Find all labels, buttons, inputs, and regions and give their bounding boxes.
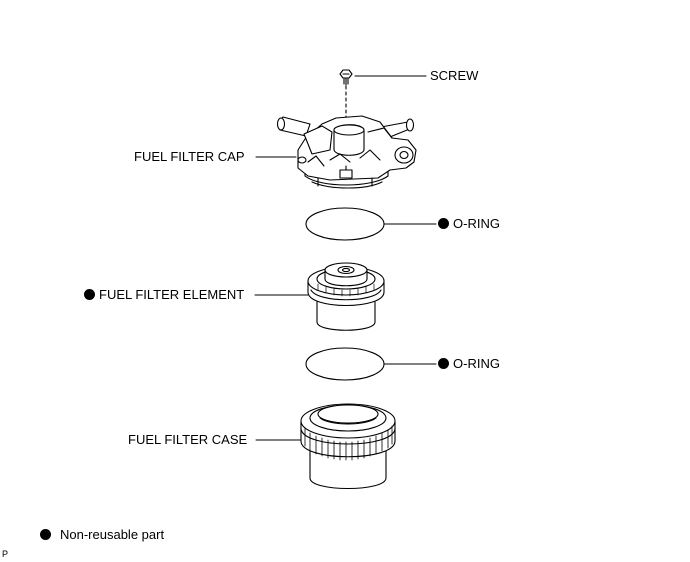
non-reusable-marker-icon	[438, 218, 449, 229]
fuel-filter-element-part	[307, 262, 385, 331]
label-fuel-filter-case: FUEL FILTER CASE	[128, 432, 248, 447]
non-reusable-marker-icon	[40, 529, 51, 540]
legend-text: Non-reusable part	[60, 527, 165, 542]
label-o-ring-top: O-RING	[438, 217, 500, 231]
screw-part	[339, 69, 353, 123]
o-ring-bottom-part	[305, 347, 385, 381]
fuel-filter-case-part	[300, 403, 396, 489]
non-reusable-marker-icon	[438, 358, 449, 369]
label-fuel-filter-cap: FUEL FILTER CAP	[134, 149, 245, 164]
legend: Non-reusable part	[40, 528, 164, 542]
label-fuel-filter-element-text: FUEL FILTER ELEMENT	[99, 287, 245, 302]
label-o-ring-bottom: O-RING	[438, 357, 500, 371]
label-fuel-filter-element: FUEL FILTER ELEMENT	[84, 288, 244, 302]
label-o-ring-bottom-text: O-RING	[453, 356, 500, 371]
leader-lines	[254, 75, 437, 441]
figure-code: P	[2, 549, 9, 559]
label-screw: SCREW	[430, 68, 479, 83]
fuel-filter-cap-part	[276, 115, 417, 189]
non-reusable-marker-icon	[84, 289, 95, 300]
o-ring-top-part	[305, 207, 385, 241]
label-o-ring-top-text: O-RING	[453, 216, 500, 231]
